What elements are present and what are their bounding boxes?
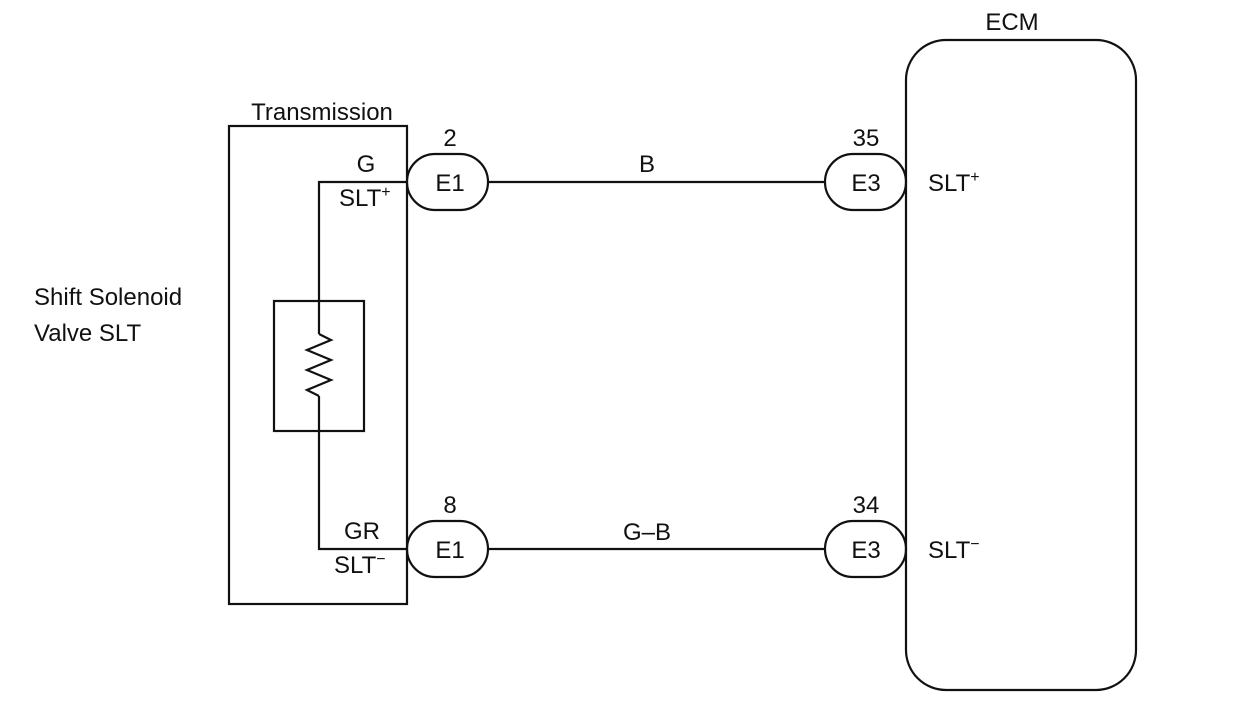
resistor-icon (304, 333, 334, 397)
connector-e1-bottom-label: E1 (435, 537, 464, 564)
ecm-title: ECM (985, 9, 1038, 36)
connector-e3-bottom-label: E3 (851, 537, 880, 564)
connector-e3-top-label: E3 (851, 170, 880, 197)
connector-e1-top (405, 152, 490, 212)
ecm-pin-bottom: SLT− (928, 536, 980, 564)
connector-e3-top-pin: 35 (853, 125, 880, 152)
ecm-pin-top: SLT+ (928, 169, 980, 197)
connector-e3-bottom (823, 519, 908, 579)
internal-wire-top (317, 180, 407, 334)
wire-top-color-left: G (357, 151, 376, 178)
internal-wire-bottom (317, 396, 407, 551)
transmission-pin-top: SLT+ (339, 184, 391, 212)
component-label-line1: Shift Solenoid (34, 284, 182, 311)
wire-bottom-color-mid: G–B (623, 519, 671, 546)
wire-top-color-mid: B (639, 151, 655, 178)
connector-e1-bottom-pin: 8 (443, 492, 456, 519)
connector-e1-top-pin: 2 (443, 125, 456, 152)
connector-e1-bottom (405, 519, 490, 579)
connector-e3-top (823, 152, 908, 212)
transmission-block (227, 124, 409, 606)
component-label-line2: Valve SLT (34, 320, 141, 347)
connector-e1-top-label: E1 (435, 170, 464, 197)
transmission-title: Transmission (251, 99, 393, 126)
wire-bottom-color-left: GR (344, 518, 380, 545)
connector-e3-bottom-pin: 34 (853, 492, 880, 519)
transmission-pin-bottom: SLT− (334, 551, 386, 579)
ecm-block (904, 38, 1138, 692)
